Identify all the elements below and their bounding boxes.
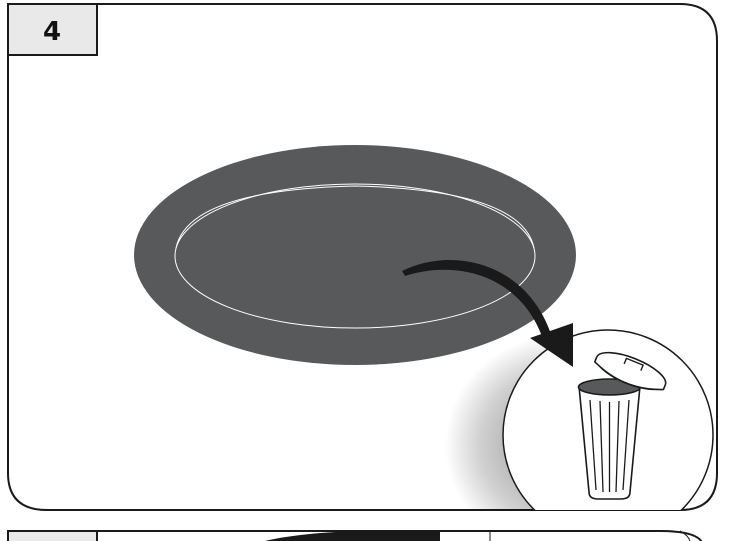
step-panel-4: 4 <box>8 4 717 541</box>
step-panel-5 <box>8 530 703 541</box>
step-number-tab <box>8 531 97 541</box>
step-number-tab: 4 <box>8 4 97 55</box>
step-number-label: 4 <box>43 17 61 47</box>
round-tray-icon <box>134 145 576 365</box>
